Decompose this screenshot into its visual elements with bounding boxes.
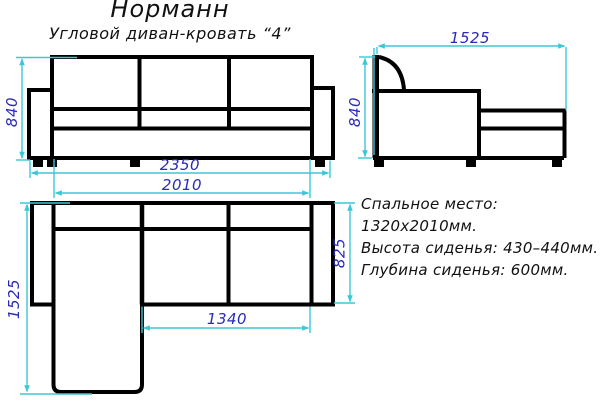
side-foot-2 — [466, 160, 476, 167]
top-width-dimension: 2010 — [162, 176, 202, 194]
top-left-depth-dimension: 1525 — [5, 279, 23, 319]
specs-block: Спальное место: 1320х2010мм. Высота сиде… — [361, 193, 598, 281]
top-right-depth-dimension: 825 — [331, 238, 349, 268]
front-foot-3 — [130, 160, 140, 167]
side-view: 1525 840 — [346, 29, 567, 167]
spec-sleeping-place-size: 1320х2010мм. — [361, 217, 478, 235]
side-backrest-curve — [378, 55, 406, 91]
front-foot-2 — [47, 160, 57, 167]
front-width-dimension: 2350 — [160, 156, 200, 174]
page-title: Норманн — [110, 0, 230, 23]
side-height-dimension: 840 — [346, 97, 364, 127]
front-foot-4 — [315, 160, 325, 167]
front-foot-1 — [33, 160, 43, 167]
top-view: 2010 1525 825 1340 — [5, 159, 355, 395]
front-height-dimension: 840 — [3, 97, 21, 127]
top-chaise-dimension: 1340 — [207, 310, 247, 328]
spec-sleeping-place-label: Спальное место: — [361, 195, 499, 213]
side-width-dimension: 1525 — [450, 29, 490, 47]
front-right-armrest — [310, 86, 335, 160]
page-subtitle: Угловой диван-кровать “4” — [49, 24, 291, 43]
top-outline — [30, 201, 335, 394]
side-foot-3 — [552, 160, 562, 167]
front-view: 840 2350 — [3, 55, 335, 178]
side-foot-1 — [374, 160, 384, 167]
spec-seat-depth: Глубина сиденья: 600мм. — [361, 261, 569, 279]
front-left-armrest — [27, 88, 54, 160]
side-backrest-bar — [372, 55, 379, 158]
spec-seat-height: Высота сиденья: 430–440мм. — [361, 239, 599, 257]
